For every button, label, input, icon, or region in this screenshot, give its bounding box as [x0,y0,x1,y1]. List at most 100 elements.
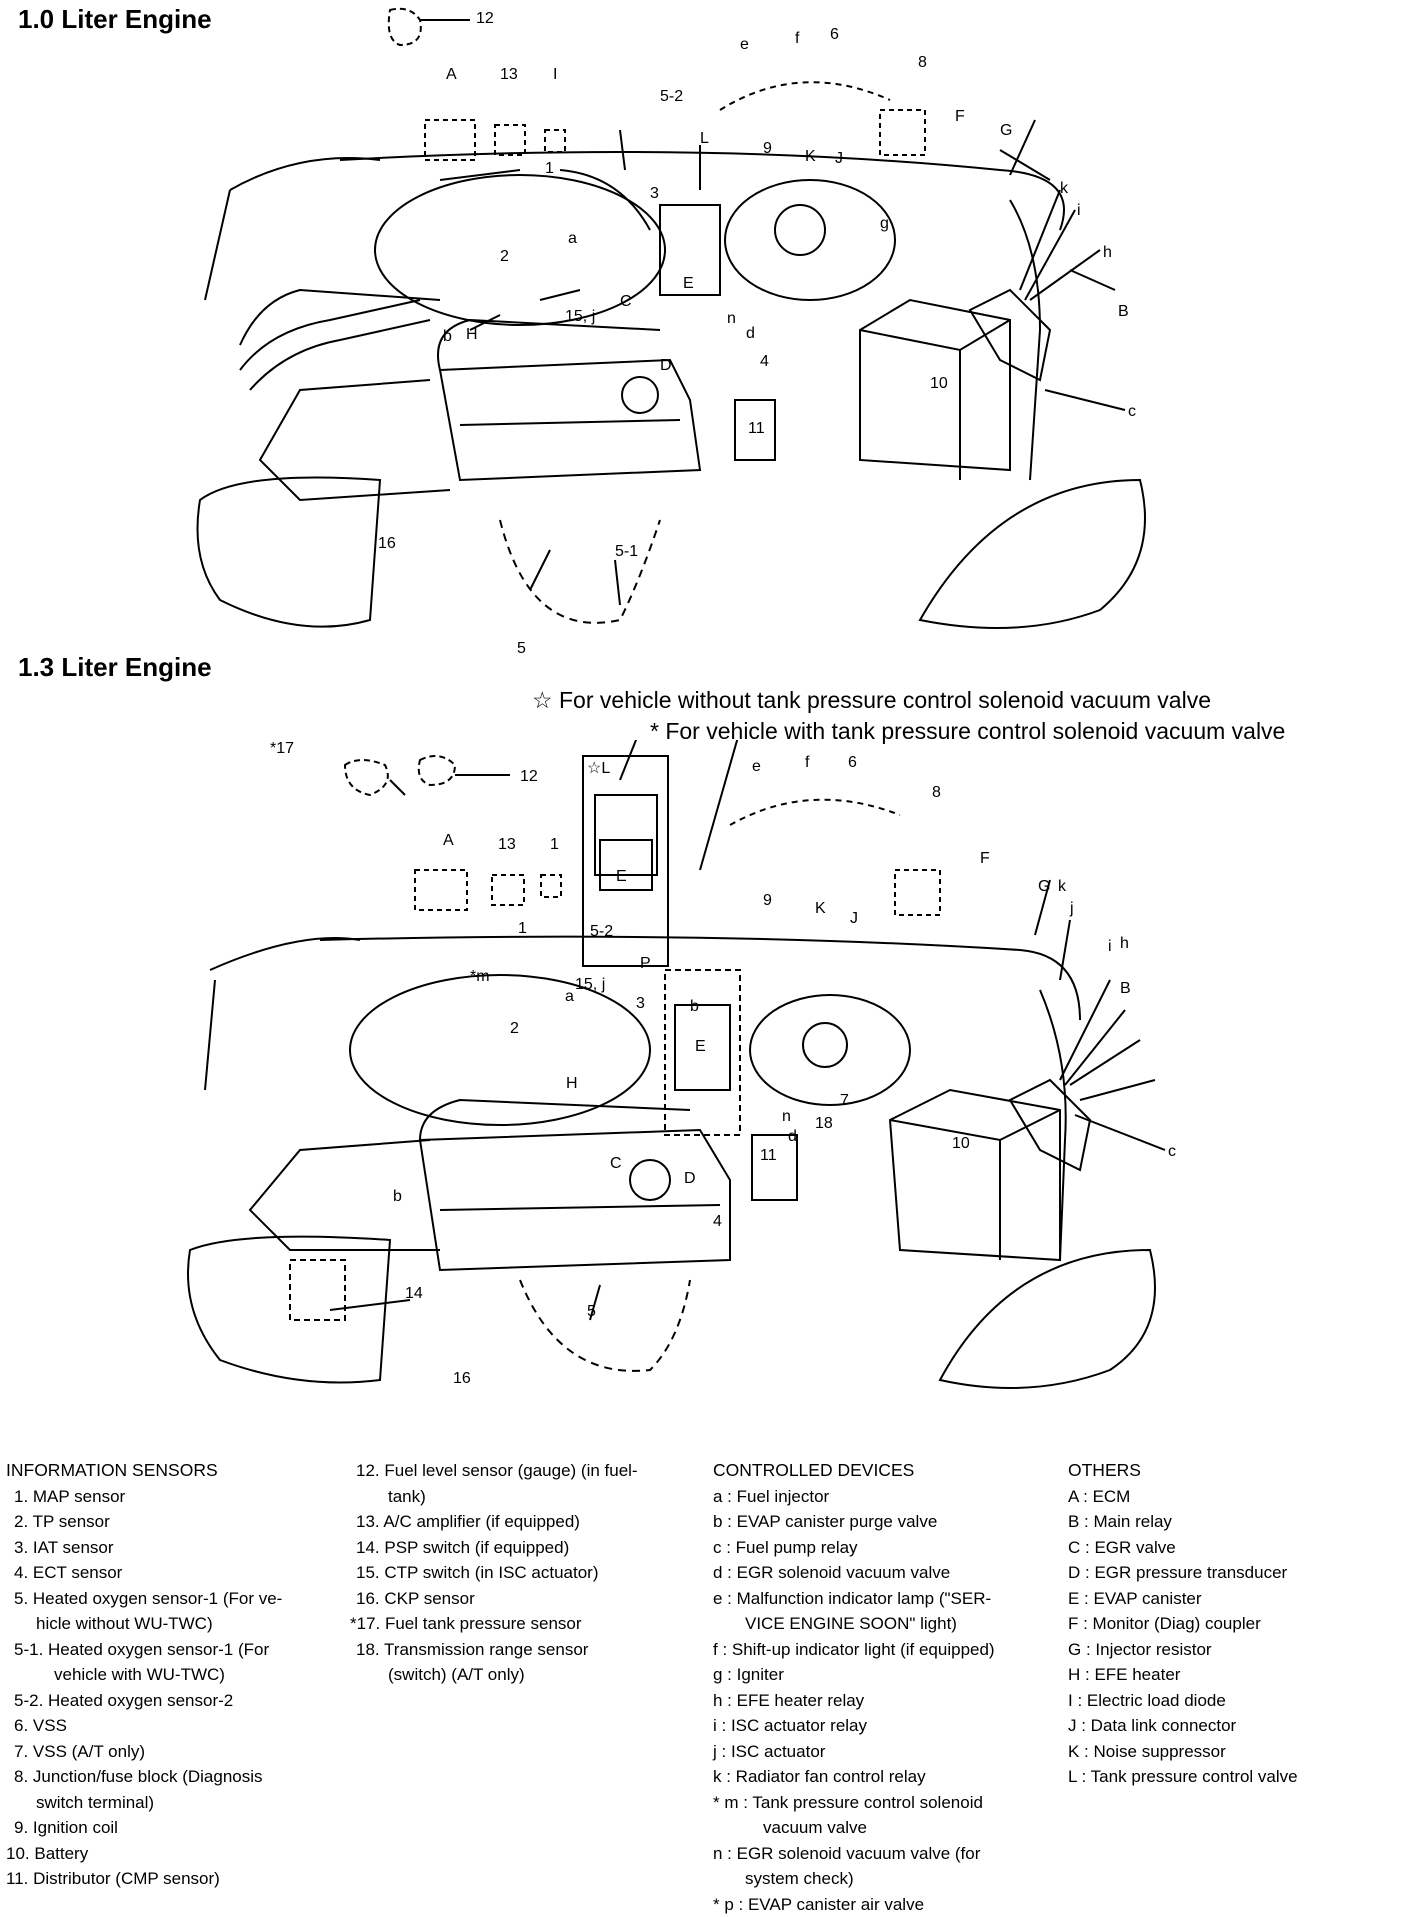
callout-label: n [782,1108,791,1126]
legend-item: j : ISC actuator [713,1739,995,1765]
legend-others: OTHERS A : ECM B : Main relay C : EGR va… [1068,1458,1298,1790]
callout-label: *m [470,968,490,986]
legend-item: e : Malfunction indicator lamp ("SER- [713,1586,995,1612]
callout-label: b [393,1188,402,1206]
callout-label: C [620,293,632,311]
callout-label: F [980,850,990,868]
callout-label: D [660,357,672,375]
legend-item: tank) [356,1484,638,1510]
callout-label: d [746,325,755,343]
legend-item: J : Data link connector [1068,1713,1298,1739]
legend-item: k : Radiator fan control relay [713,1764,995,1790]
legend-item: 2. TP sensor [6,1509,282,1535]
callout-label: 1 [518,920,527,938]
legend-item: f : Shift-up indicator light (if equippe… [713,1637,995,1663]
callout-label: 12 [476,10,494,28]
callout-label: i [1108,938,1112,956]
callout-label: 9 [763,140,772,158]
callout-label: 4 [760,353,769,371]
callout-label: H [466,326,478,344]
legend-item: b : EVAP canister purge valve [713,1509,995,1535]
legend-item: 10. Battery [6,1841,282,1867]
callout-label: 15, j [575,976,605,994]
legend-item: E : EVAP canister [1068,1586,1298,1612]
legend-item: 14. PSP switch (if equipped) [356,1535,638,1561]
callout-label: 10 [930,375,948,393]
legend-item: D : EGR pressure transducer [1068,1560,1298,1586]
callout-label: a [565,988,574,1006]
legend-item: 3. IAT sensor [6,1535,282,1561]
callout-label: 1 [550,836,559,854]
callout-label: 11 [760,1147,777,1165]
legend-item: 11. Distributor (CMP sensor) [6,1866,282,1892]
legend-item: K : Noise suppressor [1068,1739,1298,1765]
callout-label: f [805,754,809,772]
callout-label: f [795,30,799,48]
callout-label: d [788,1128,797,1146]
legend-heading: CONTROLLED DEVICES [713,1458,995,1484]
top-callouts: 12 A 13 I 5-2 e f 6 8 1 3 L 9 K J F G g … [0,0,1408,660]
legend-item: * p : EVAP canister air valve [713,1892,995,1917]
callout-label: 3 [650,185,659,203]
callout-label: E [616,868,627,886]
callout-label: 11 [748,420,765,438]
callout-label: k [1060,180,1068,198]
callout-label: 8 [918,54,927,72]
callout-label: J [835,150,843,168]
callout-label: 8 [932,784,941,802]
legend-item: 16. CKP sensor [356,1586,638,1612]
legend-item: B : Main relay [1068,1509,1298,1535]
callout-label: c [1168,1143,1176,1161]
legend-item: (switch) (A/T only) [356,1662,638,1688]
callout-label: 2 [500,248,509,266]
legend-information-sensors: INFORMATION SENSORS 1. MAP sensor 2. TP … [6,1458,282,1892]
legend-item: 18. Transmission range sensor [356,1637,638,1663]
callout-label: k [1058,878,1066,896]
callout-label: h [1120,935,1129,953]
callout-label: 10 [952,1135,970,1153]
callout-label: 18 [815,1115,833,1133]
callout-label: 6 [848,754,857,772]
callout-label: 7 [840,1092,849,1110]
legend-item: 6. VSS [6,1713,282,1739]
callout-label: K [805,148,816,166]
legend-item: 13. A/C amplifier (if equipped) [356,1509,638,1535]
legend-item: 12. Fuel level sensor (gauge) (in fuel- [356,1458,638,1484]
legend-item: a : Fuel injector [713,1484,995,1510]
legend-information-sensors-continued: 12. Fuel level sensor (gauge) (in fuel- … [356,1458,638,1688]
callout-label: 14 [405,1285,423,1303]
callout-label: b [443,328,452,346]
callout-label: B [1120,980,1131,998]
legend-item: switch terminal) [6,1790,282,1816]
legend-item: vacuum valve [713,1815,995,1841]
callout-label: E [683,275,694,293]
callout-label: 1 [545,160,554,178]
legend-item: *17. Fuel tank pressure sensor [350,1611,638,1637]
callout-label: J [850,910,858,928]
legend-item: h : EFE heater relay [713,1688,995,1714]
callout-label: L [700,130,709,148]
callout-label: F [955,108,965,126]
legend-item: * m : Tank pressure control solenoid [713,1790,995,1816]
legend-item: i : ISC actuator relay [713,1713,995,1739]
legend-item: 15. CTP switch (in ISC actuator) [356,1560,638,1586]
legend-heading: OTHERS [1068,1458,1298,1484]
callout-label: G [1038,878,1050,896]
callout-label: 3 [636,995,645,1013]
legend-item: F : Monitor (Diag) coupler [1068,1611,1298,1637]
legend-item: 4. ECT sensor [6,1560,282,1586]
callout-label: 4 [713,1213,722,1231]
callout-label: 15, j [565,308,595,326]
callout-label: A [443,832,454,850]
callout-label: h [1103,244,1112,262]
callout-label: 5 [587,1303,596,1321]
callout-label: 6 [830,26,839,44]
callout-label: H [566,1075,578,1093]
callout-label: P [640,955,651,973]
legend-item: g : Igniter [713,1662,995,1688]
callout-label: 5-2 [660,88,683,106]
callout-label: g [880,215,889,233]
bottom-diagram-title: 1.3 Liter Engine [18,652,212,683]
legend-item: 5-1. Heated oxygen sensor-1 (For [6,1637,282,1663]
callout-label: C [610,1155,622,1173]
